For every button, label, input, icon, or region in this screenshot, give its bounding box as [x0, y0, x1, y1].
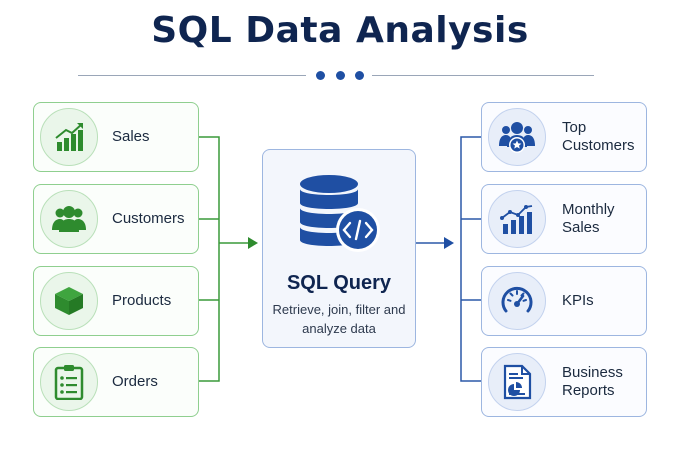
title-divider-right [372, 75, 594, 76]
users-group-icon [40, 190, 98, 248]
sql-query-node: SQL Query Retrieve, join, filter and ana… [262, 149, 416, 348]
input-card-sales: Sales [33, 102, 199, 172]
clipboard-list-icon [40, 353, 98, 411]
gauge-icon [488, 272, 546, 330]
box-icon [40, 272, 98, 330]
input-label: Products [112, 292, 172, 309]
bar-chart-up-icon [40, 108, 98, 166]
output-label: KPIs [562, 292, 594, 309]
output-card-top-customers: Top Customers [481, 102, 647, 172]
input-card-products: Products [33, 266, 199, 336]
report-document-icon [488, 353, 546, 411]
output-arrow-head [444, 237, 454, 249]
title-divider-dots [316, 71, 364, 81]
output-card-business-reports: Business Reports [481, 347, 647, 417]
output-card-monthly-sales: Monthly Sales [481, 184, 647, 254]
database-code-icon [300, 175, 380, 252]
sql-query-description: Retrieve, join, filter and analyze data [272, 302, 406, 336]
user-star-icon [488, 108, 546, 166]
title-divider-left [78, 75, 306, 76]
input-label: Orders [112, 373, 158, 390]
input-label: Sales [112, 128, 150, 145]
bar-chart-trend-icon [488, 190, 546, 248]
input-card-customers: Customers [33, 184, 199, 254]
sql-query-title: SQL Query [286, 272, 392, 294]
output-label: Monthly Sales [562, 201, 615, 236]
input-arrow-head [248, 237, 258, 249]
page-title: SQL Data Analysis [151, 10, 529, 51]
output-label: Business Reports [562, 364, 623, 399]
input-label: Customers [112, 210, 185, 227]
input-card-orders: Orders [33, 347, 199, 417]
output-card-kpis: KPIs [481, 266, 647, 336]
output-label: Top Customers [562, 119, 635, 154]
